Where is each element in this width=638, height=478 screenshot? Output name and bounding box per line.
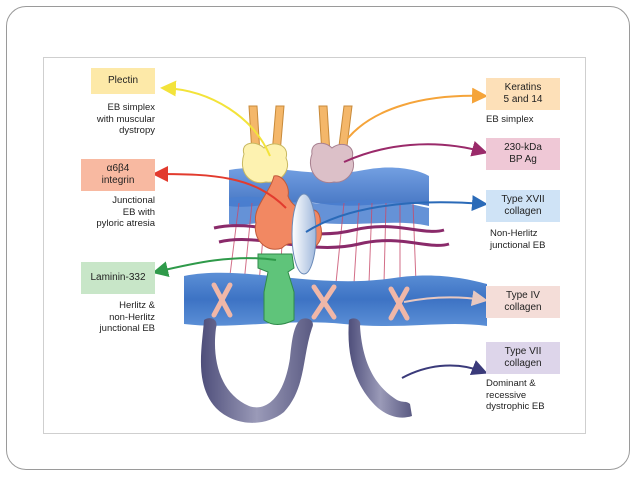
integrin-desc-line: pyloric atresia bbox=[96, 218, 155, 229]
col7-label-box: Type VII collagen bbox=[486, 342, 560, 374]
hemidesmosome-diagram bbox=[152, 80, 488, 423]
bpag-arrow bbox=[343, 141, 488, 163]
plectin-desc-line: dystropy bbox=[119, 125, 155, 136]
col17-label-box: Type XVII collagen bbox=[486, 190, 560, 222]
laminin-label-box: Laminin-332 bbox=[81, 262, 155, 294]
diagram-figure: Plectin EB simplex with muscular dystrop… bbox=[43, 57, 586, 434]
col7-desc-line: Dominant & bbox=[486, 378, 536, 389]
plectin-description: EB simplex with muscular dystropy bbox=[74, 102, 155, 137]
integrin-title-line: α6β4 bbox=[106, 163, 130, 174]
keratins-title-line: Keratins bbox=[504, 82, 542, 93]
plectin-desc-line: with muscular bbox=[96, 113, 155, 125]
laminin-desc-line: non-Herlitz bbox=[109, 311, 155, 323]
col4-title-line: Type IV bbox=[506, 290, 540, 301]
laminin-desc-line: Herlitz & bbox=[119, 300, 155, 311]
integrin-desc-line: EB with bbox=[122, 206, 155, 218]
integrin-desc-line: Junctional bbox=[112, 195, 155, 206]
type-xvii-collagen-shape bbox=[291, 193, 317, 275]
col17-desc-line: Non-Herlitz bbox=[490, 228, 538, 239]
integrin-title-line: integrin bbox=[101, 175, 135, 186]
keratin-arrow bbox=[347, 87, 488, 139]
col17-title-line: Type XVII bbox=[501, 194, 545, 205]
laminin-arrow bbox=[152, 257, 277, 278]
col7-desc-line: recessive bbox=[486, 389, 527, 401]
col17-desc-line: junctional EB bbox=[490, 239, 546, 251]
plectin-label-box: Plectin bbox=[91, 68, 155, 94]
lamina-densa-band bbox=[184, 272, 487, 326]
bpag-title-line: 230-kDa bbox=[504, 142, 542, 153]
keratins-label-box: Keratins 5 and 14 bbox=[486, 78, 560, 110]
keratins-description: EB simplex bbox=[486, 114, 576, 126]
integrin-description: Junctional EB with pyloric atresia bbox=[64, 195, 155, 230]
laminin-desc-line: junctional EB bbox=[99, 323, 155, 334]
keratins-desc-line: EB simplex bbox=[486, 114, 534, 125]
col17-description: Non-Herlitz junctional EB bbox=[490, 228, 580, 251]
plectin-shape bbox=[242, 142, 288, 184]
membrane-line-2 bbox=[218, 238, 450, 249]
col17-title-line: collagen bbox=[504, 206, 542, 217]
membrane-line-1 bbox=[213, 224, 445, 236]
type-vii-collagen-right-leg bbox=[348, 318, 412, 418]
laminin-title: Laminin-332 bbox=[90, 272, 146, 283]
laminin-description: Herlitz & non-Herlitz junctional EB bbox=[64, 300, 155, 335]
bpag-title-line: BP Ag bbox=[509, 154, 537, 165]
type-vii-collagen-left-leg bbox=[200, 318, 313, 423]
keratins-title-line: 5 and 14 bbox=[503, 94, 543, 105]
integrin-label-box: α6β4 integrin bbox=[81, 159, 155, 191]
laminin-shape bbox=[257, 253, 295, 325]
bp-ag-shape bbox=[310, 142, 354, 184]
col4-title-line: collagen bbox=[504, 302, 542, 313]
plectin-desc-line: EB simplex bbox=[107, 102, 155, 113]
col4-label-box: Type IV collagen bbox=[486, 286, 560, 318]
col7-title-line: collagen bbox=[504, 358, 542, 369]
col4-arrow bbox=[403, 290, 488, 307]
col7-description: Dominant & recessive dystrophic EB bbox=[486, 378, 581, 413]
col7-title-line: Type VII bbox=[504, 346, 542, 357]
col7-arrow bbox=[401, 360, 488, 379]
plectin-title: Plectin bbox=[107, 75, 138, 86]
col17-arrow bbox=[305, 195, 488, 233]
integrin-arrow bbox=[152, 166, 287, 209]
type-iv-collagen-marks bbox=[211, 282, 410, 321]
bpag-label-box: 230-kDa BP Ag bbox=[486, 138, 560, 170]
col7-desc-line: dystrophic EB bbox=[486, 401, 545, 412]
plectin-arrow bbox=[160, 80, 271, 157]
